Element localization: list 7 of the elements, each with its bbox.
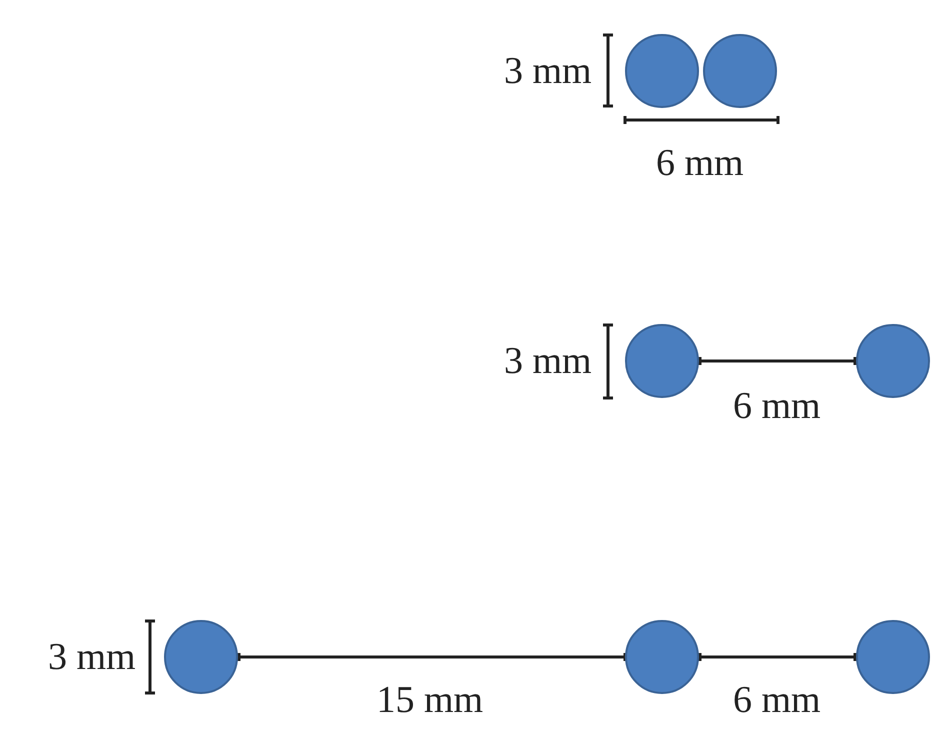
- dimension-label: 6 mm: [733, 384, 821, 428]
- dimension-label: 3 mm: [504, 49, 592, 93]
- dimension-label: 6 mm: [656, 141, 744, 185]
- dimension-label: 15 mm: [376, 678, 484, 722]
- dimension-label: 3 mm: [48, 635, 136, 679]
- dimension-label: 3 mm: [504, 339, 592, 383]
- dimension-label: 6 mm: [733, 678, 821, 722]
